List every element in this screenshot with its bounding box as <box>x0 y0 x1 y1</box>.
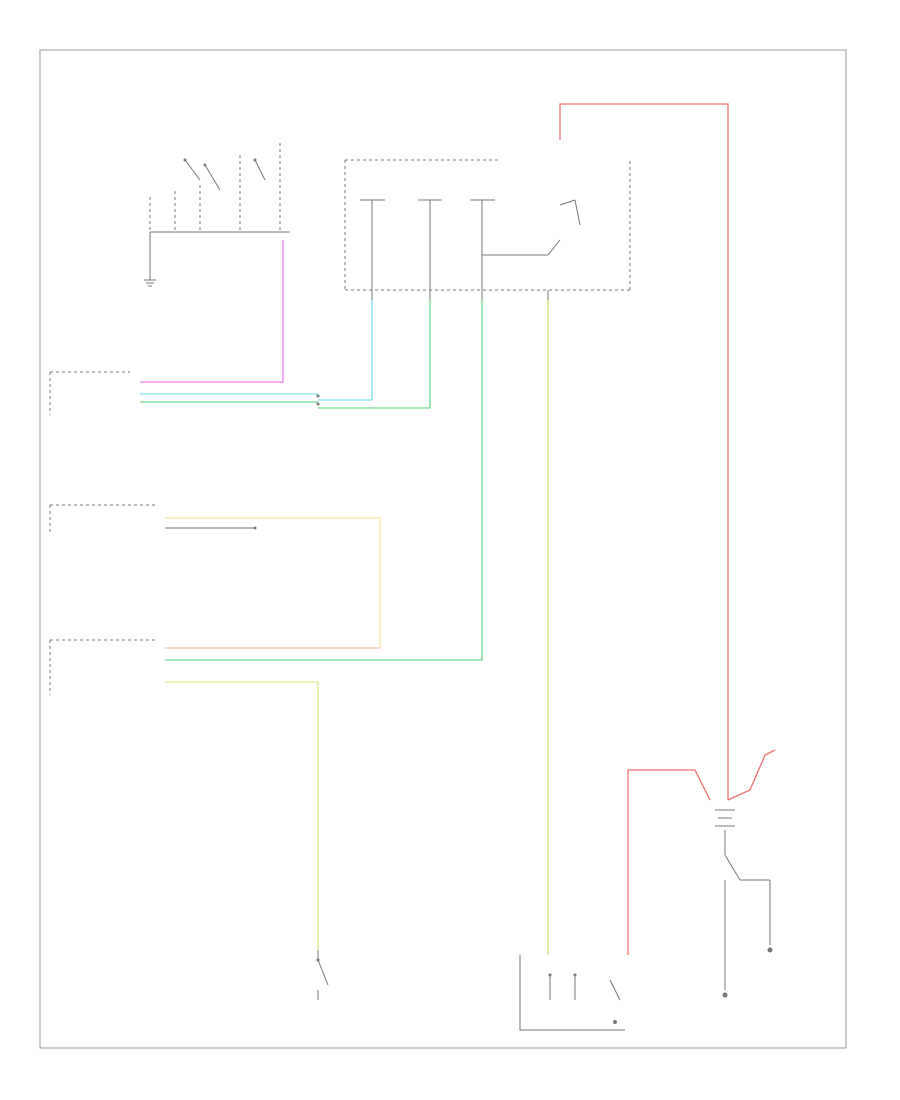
wires <box>140 103 776 955</box>
body-control-module <box>49 371 320 415</box>
wire-trans-range <box>165 681 319 950</box>
wire-relay-control <box>165 300 483 661</box>
wire-battery-fusible <box>727 749 776 801</box>
wire-battery-feed-starter <box>627 769 711 955</box>
wire-bcm-signal-4 <box>318 300 431 409</box>
wire-clutch-switch <box>165 517 381 648</box>
transmission-range-sensor <box>316 950 329 1000</box>
wire-bcm-signal-3 <box>318 300 373 401</box>
powertrain-control-module <box>49 639 155 695</box>
diagram-frame <box>39 49 847 1049</box>
distribution-box <box>344 159 631 291</box>
clutch-pedal-switch <box>49 504 257 535</box>
wire-ignition-run <box>140 240 284 383</box>
starter-motor <box>519 955 625 1031</box>
ignition-switch <box>144 140 290 287</box>
battery <box>715 809 773 998</box>
wire-battery-feed-top <box>559 103 729 800</box>
